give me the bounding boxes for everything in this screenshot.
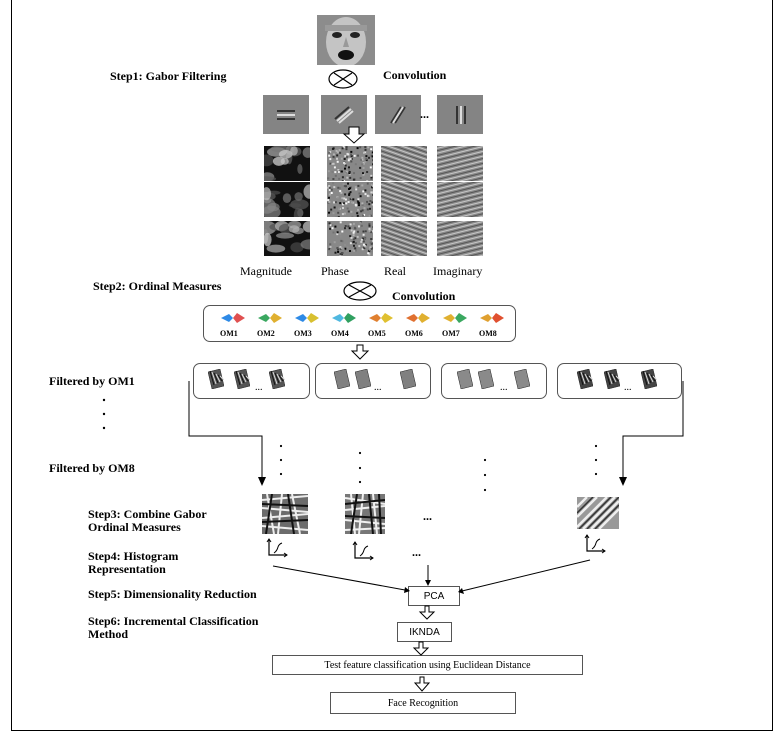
filtered-image-tile (577, 369, 593, 389)
gabor-kernel (263, 95, 309, 134)
phase-response-tile (327, 146, 375, 185)
hollow-arrow (342, 126, 436, 692)
convolution-symbol (328, 69, 358, 89)
om-filter-glyph (332, 313, 356, 323)
imaginary-label: Imaginary (433, 264, 483, 278)
om-label: OM3 (294, 329, 312, 338)
ellipsis: ... (423, 509, 432, 523)
face-recognition-label: Face Recognition (387, 698, 459, 709)
ordinal-measures-box (203, 305, 516, 342)
magnitude-label: Magnitude (240, 264, 292, 278)
filtered-image-tile (641, 369, 657, 389)
ikdna-box: IKNDA (397, 622, 452, 642)
om-filter-glyph (443, 313, 467, 323)
om-filter-glyph (406, 313, 430, 323)
step5-label: Step5: Dimensionality Reduction (88, 587, 257, 601)
step6-label-line2: Method (88, 627, 128, 641)
step3-label-line2: Ordinal Measures (88, 520, 181, 534)
filtered-image-tile (355, 369, 371, 389)
histogram-icon (584, 534, 606, 554)
ellipsis: ... (412, 545, 421, 559)
histogram-icon (352, 541, 374, 561)
histogram-icon (266, 538, 288, 558)
om-filter-glyph (369, 313, 393, 323)
filtered-image-tile (478, 369, 494, 389)
om-label: OM6 (405, 329, 423, 338)
om-label: OM7 (442, 329, 460, 338)
om-filter-glyph (480, 313, 504, 323)
filtered-image-tile (457, 369, 473, 389)
om-label: OM8 (479, 329, 497, 338)
om-filter-glyph (295, 313, 319, 323)
phase-response-tile (327, 182, 375, 221)
gabor-kernel (375, 95, 421, 134)
figure-frame (11, 0, 773, 731)
connector-lines (188, 381, 684, 478)
combined-texture (577, 497, 619, 529)
step2-label: Step2: Ordinal Measures (93, 279, 222, 293)
convolution-label-2: Convolution (392, 289, 456, 303)
om-filter-glyph (221, 313, 245, 323)
test-classification-label: Test feature classification using Euclid… (324, 660, 531, 671)
om-label: OM5 (368, 329, 386, 338)
om-label: OM2 (257, 329, 275, 338)
pca-box: PCA (408, 586, 460, 606)
combined-texture (262, 494, 308, 534)
filtered-image-tile (334, 369, 350, 389)
face-recognition-box: Face Recognition (330, 692, 516, 714)
step4-label-line1: Step4: Histogram (88, 549, 179, 563)
om-label: OM4 (331, 329, 349, 338)
real-label: Real (384, 264, 406, 278)
step6-label-line1: Step6: Incremental Classification (88, 614, 259, 628)
om-filter-glyph (258, 313, 282, 323)
ellipsis: ... (420, 107, 429, 121)
filtered-image-tile (604, 369, 620, 389)
gabor-kernel (437, 95, 483, 134)
filtered-om1-label: Filtered by OM1 (49, 374, 135, 388)
filtered-om8-label: Filtered by OM8 (49, 461, 135, 475)
filtered-image-tile (234, 369, 250, 389)
filtered-image-tile (400, 369, 416, 389)
face-image (317, 15, 375, 65)
filtered-image-tile (269, 369, 285, 389)
convolution-label: Convolution (383, 68, 447, 82)
combined-texture (345, 494, 385, 534)
om-label: OM1 (220, 329, 238, 338)
step4-label-line2: Representation (88, 562, 166, 576)
step3-label-line1: Step3: Combine Gabor (88, 507, 207, 521)
ikdna-label: IKNDA (409, 627, 440, 638)
filtered-group-real (441, 363, 547, 399)
phase-label: Phase (321, 264, 349, 278)
filtered-image-tile (514, 369, 530, 389)
ellipsis: ... (500, 382, 508, 393)
test-classification-box: Test feature classification using Euclid… (272, 655, 583, 675)
pca-label: PCA (423, 591, 445, 602)
filtered-image-tile (208, 369, 224, 389)
vertical-dots (102, 398, 598, 492)
ellipsis: ... (624, 382, 632, 393)
ellipsis: ... (255, 382, 263, 393)
mag-response-tile (256, 182, 317, 223)
convolution-symbol (343, 281, 377, 301)
ellipsis: ... (374, 382, 382, 393)
filtered-group-imaginary (557, 363, 682, 399)
arrowheads (258, 477, 627, 486)
step1-label: Step1: Gabor Filtering (110, 69, 227, 83)
